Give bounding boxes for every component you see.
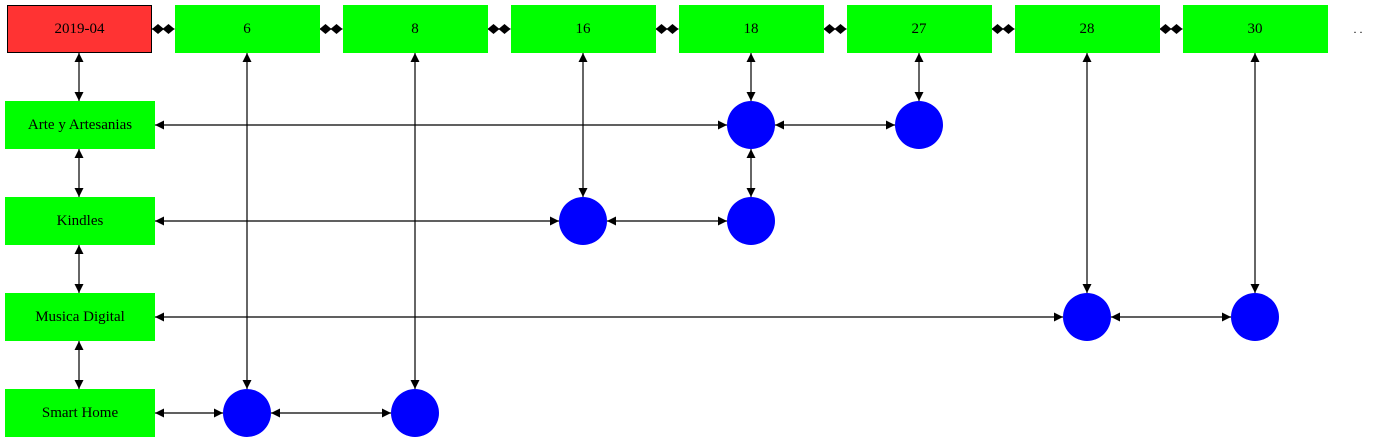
event-node	[895, 101, 943, 149]
category-box-kindles: Kindles	[5, 197, 155, 245]
day-header-18: 18	[678, 5, 824, 53]
day-header-16: 16	[510, 5, 656, 53]
day-header-label: 16	[575, 20, 591, 37]
category-label: Smart Home	[41, 404, 119, 421]
day-header-label: 28	[1079, 20, 1095, 37]
day-header-6: 6	[174, 5, 320, 53]
event-node	[727, 101, 775, 149]
event-node	[391, 389, 439, 437]
category-label: Musica Digital	[35, 308, 125, 325]
day-header-28: 28	[1014, 5, 1160, 53]
day-header-label: 30	[1247, 20, 1263, 37]
root-date-box: 2019-04	[7, 5, 152, 53]
day-header-label: 8	[411, 20, 419, 37]
day-header-27: 27	[846, 5, 992, 53]
day-header-8: 8	[342, 5, 488, 53]
day-header-label: 18	[743, 20, 759, 37]
event-node	[1063, 293, 1111, 341]
event-node	[223, 389, 271, 437]
event-node	[1231, 293, 1279, 341]
category-box-smart-home: Smart Home	[5, 389, 155, 437]
day-header-30: 30	[1182, 5, 1328, 53]
category-label: Arte y Artesanias	[27, 116, 133, 133]
category-label: Kindles	[56, 212, 104, 229]
category-box-musica-digital: Musica Digital	[5, 293, 155, 341]
trailing-dots-label: . .	[1353, 21, 1363, 36]
day-header-label: 27	[911, 20, 927, 37]
event-node	[727, 197, 775, 245]
root-date-label: 2019-04	[54, 20, 105, 37]
event-node	[559, 197, 607, 245]
trailing-dots: . .	[1338, 5, 1378, 53]
category-box-arte-y-artesanias: Arte y Artesanias	[5, 101, 155, 149]
day-header-label: 6	[243, 20, 251, 37]
